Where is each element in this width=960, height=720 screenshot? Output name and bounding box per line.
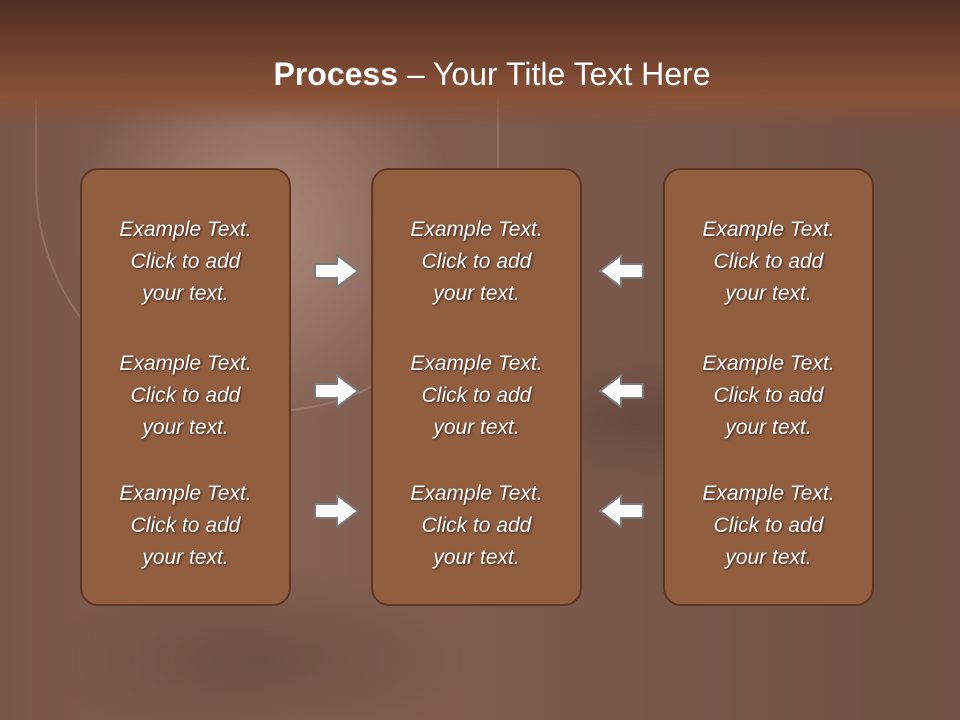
text-block[interactable]: Example Text. Click to add your text. bbox=[373, 348, 580, 444]
text-line: your text. bbox=[142, 416, 229, 439]
text-line: your text. bbox=[142, 546, 229, 569]
text-block[interactable]: Example Text. Click to add your text. bbox=[665, 214, 872, 310]
text-line: Example Text. bbox=[119, 482, 252, 505]
text-block[interactable]: Example Text. Click to add your text. bbox=[82, 478, 289, 574]
arrow-right-icon bbox=[313, 491, 361, 531]
text-line: your text. bbox=[725, 416, 812, 439]
arrow-left-icon bbox=[597, 251, 645, 291]
text-line: Click to add bbox=[713, 514, 824, 537]
text-line: Example Text. bbox=[410, 218, 543, 241]
text-line: Example Text. bbox=[410, 352, 543, 375]
text-line: Example Text. bbox=[119, 352, 252, 375]
text-line: Example Text. bbox=[702, 482, 835, 505]
text-line: Click to add bbox=[713, 250, 824, 273]
arrow-right-icon bbox=[313, 251, 361, 291]
text-line: Example Text. bbox=[119, 218, 252, 241]
slide-title-rest: – Your Title Text Here bbox=[398, 56, 711, 92]
text-block[interactable]: Example Text. Click to add your text. bbox=[373, 214, 580, 310]
text-line: Click to add bbox=[421, 514, 532, 537]
arrow-left-icon bbox=[597, 371, 645, 411]
text-block[interactable]: Example Text. Click to add your text. bbox=[665, 348, 872, 444]
text-line: your text. bbox=[433, 282, 520, 305]
slide-title-bold: Process bbox=[273, 56, 399, 92]
text-line: your text. bbox=[725, 546, 812, 569]
arrow-left-icon bbox=[597, 491, 645, 531]
text-line: Click to add bbox=[130, 250, 241, 273]
text-line: Example Text. bbox=[702, 218, 835, 241]
text-line: Click to add bbox=[421, 384, 532, 407]
title-bar bbox=[0, 0, 960, 128]
slide-title[interactable]: Process – Your Title Text Here bbox=[0, 52, 960, 96]
text-block[interactable]: Example Text. Click to add your text. bbox=[373, 478, 580, 574]
text-line: your text. bbox=[433, 416, 520, 439]
text-line: your text. bbox=[142, 282, 229, 305]
process-box-left[interactable]: Example Text. Click to add your text. Ex… bbox=[80, 168, 291, 606]
process-box-right[interactable]: Example Text. Click to add your text. Ex… bbox=[663, 168, 874, 606]
text-line: Click to add bbox=[130, 384, 241, 407]
text-line: Click to add bbox=[421, 250, 532, 273]
arrow-right-icon bbox=[313, 371, 361, 411]
text-block[interactable]: Example Text. Click to add your text. bbox=[665, 478, 872, 574]
text-block[interactable]: Example Text. Click to add your text. bbox=[82, 214, 289, 310]
text-block[interactable]: Example Text. Click to add your text. bbox=[82, 348, 289, 444]
text-line: Click to add bbox=[713, 384, 824, 407]
text-line: your text. bbox=[433, 546, 520, 569]
text-line: Example Text. bbox=[410, 482, 543, 505]
text-line: Click to add bbox=[130, 514, 241, 537]
text-line: your text. bbox=[725, 282, 812, 305]
process-box-center[interactable]: Example Text. Click to add your text. Ex… bbox=[371, 168, 582, 606]
text-line: Example Text. bbox=[702, 352, 835, 375]
